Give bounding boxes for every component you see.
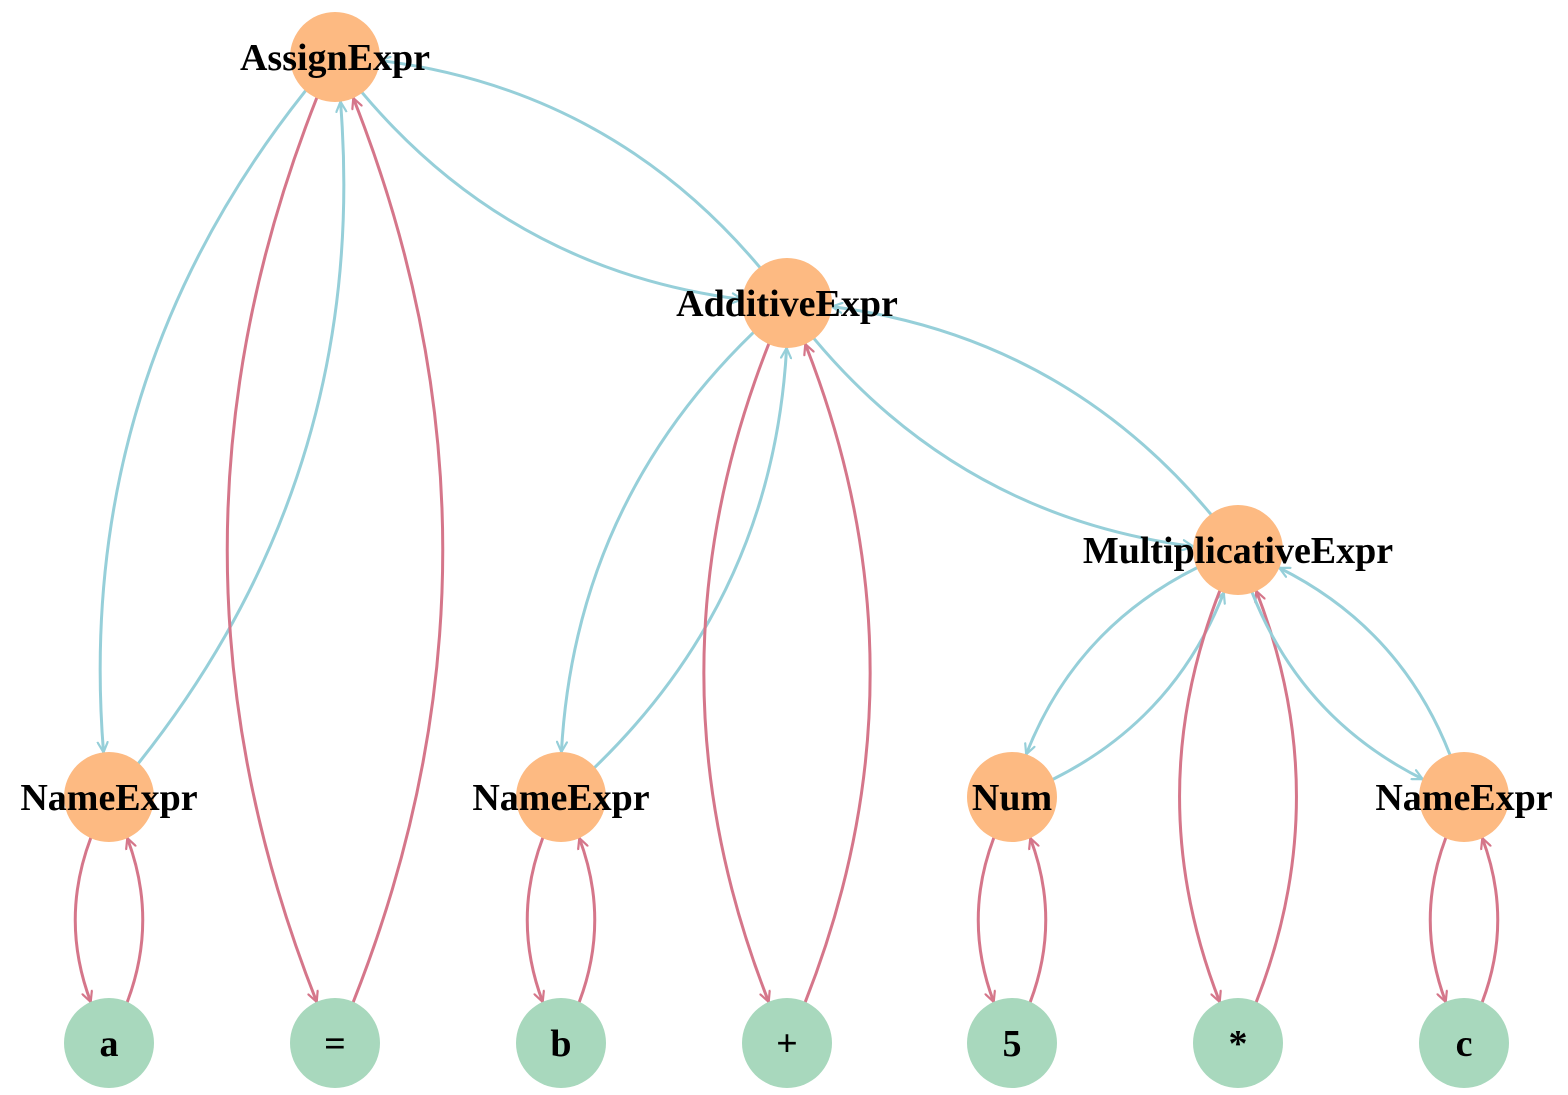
edge-num-to-tok_5 [976,836,993,1004]
node-name_c [1419,752,1509,842]
edge-name_b-to-tok_b [525,836,542,1004]
node-tok_5 [967,998,1057,1088]
edge-tok_b-to-name_b [579,836,597,1004]
node-label-tok_c: c [1456,1023,1473,1065]
edge-mult-to-additive [830,307,1213,516]
node-label-assign: AssignExpr [240,37,430,79]
edge-additive-to-name_b [561,331,755,754]
edge-assign-to-name_a [100,89,307,754]
node-label-name_b: NameExpr [472,777,649,819]
node-additive [742,258,832,348]
node-assign [290,12,380,102]
node-label-tok_eq: = [324,1023,346,1065]
node-label-tok_a: a [100,1023,119,1065]
node-label-additive: AdditiveExpr [676,283,898,325]
edge-mult-to-tok_star [1178,589,1220,1004]
node-label-tok_b: b [550,1023,571,1065]
labels-layer: AssignExprAdditiveExprMultiplicativeExpr… [20,37,1552,1065]
edge-name_b-to-additive [593,346,787,769]
node-label-num: Num [972,777,1052,819]
node-tok_star [1193,998,1283,1088]
edge-additive-to-tok_plus [702,342,769,1004]
edge-assign-to-tok_eq [225,96,316,1004]
nodes-layer [64,12,1509,1088]
edge-mult-to-num [1026,566,1199,756]
edges-layer [73,61,1500,1004]
edge-mult-to-name_c [1250,591,1425,781]
node-label-tok_5: 5 [1003,1023,1022,1065]
edge-tok_c-to-name_c [1482,836,1500,1004]
node-label-mult: MultiplicativeExpr [1083,530,1393,572]
edge-name_a-to-assign [137,100,344,765]
edge-tok_star-to-mult [1256,589,1298,1004]
edge-additive-to-assign [378,61,762,269]
node-name_a [64,752,154,842]
edge-assign-to-additive [360,91,744,300]
edge-tok_a-to-name_a [127,836,145,1004]
node-name_b [516,752,606,842]
node-tok_c [1419,998,1509,1088]
edge-additive-to-mult [812,337,1195,547]
edge-tok_5-to-num [1030,836,1048,1004]
node-tok_a [64,998,154,1088]
node-label-tok_plus: + [776,1023,798,1065]
edge-name_c-to-mult [1277,566,1452,756]
node-mult [1193,505,1283,595]
node-label-tok_star: * [1229,1023,1248,1065]
node-tok_b [516,998,606,1088]
edge-name_a-to-tok_a [73,836,90,1004]
node-num [967,752,1057,842]
edge-tok_plus-to-additive [805,342,872,1004]
node-tok_plus [742,998,832,1088]
edge-name_c-to-tok_c [1428,836,1445,1004]
node-tok_eq [290,998,380,1088]
edge-tok_eq-to-assign [353,96,445,1004]
edge-num-to-mult [1051,591,1224,781]
node-label-name_a: NameExpr [20,777,197,819]
node-label-name_c: NameExpr [1375,777,1552,819]
